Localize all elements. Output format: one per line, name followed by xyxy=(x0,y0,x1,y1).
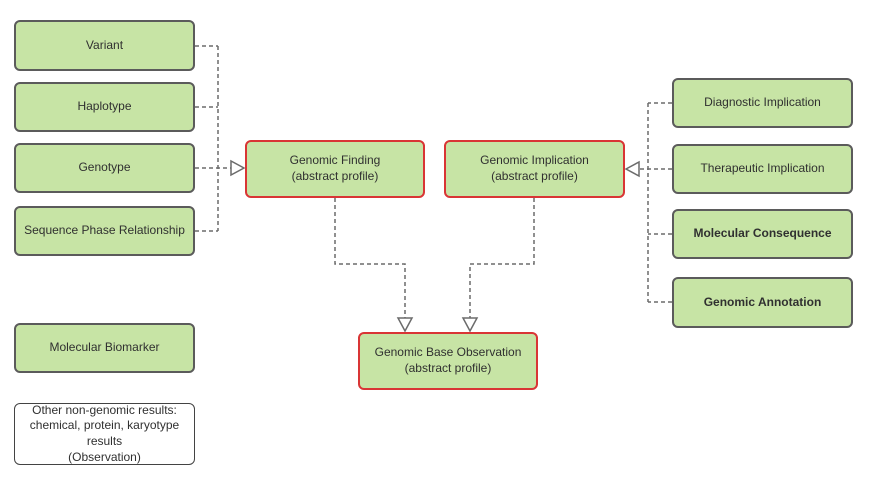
node-genomic-implication-subtitle: (abstract profile) xyxy=(491,169,578,183)
node-therapeutic-implication-label: Therapeutic Implication xyxy=(700,161,825,176)
node-genomic-annotation-label: Genomic Annotation xyxy=(703,294,822,309)
node-therapeutic-implication: Therapeutic Implication xyxy=(672,144,853,194)
node-molecular-consequence: Molecular Consequence xyxy=(672,209,853,259)
node-molecular-biomarker: Molecular Biomarker xyxy=(14,323,195,373)
node-genomic-base-observation-subtitle: (abstract profile) xyxy=(404,361,492,375)
arrowhead-into-base-left xyxy=(396,317,414,333)
node-other-non-genomic-results: Other non-genomic results: chemical, pro… xyxy=(14,403,195,465)
node-genomic-annotation: Genomic Annotation xyxy=(672,277,853,328)
connector-implication-to-base xyxy=(469,198,535,318)
node-genomic-base-observation: Genomic Base Observation (abstract profi… xyxy=(358,332,538,390)
node-sequence-phase-relationship: Sequence Phase Relationship xyxy=(14,206,195,256)
node-variant-label: Variant xyxy=(85,37,124,52)
node-genomic-finding-subtitle: (abstract profile) xyxy=(291,169,379,183)
node-diagnostic-implication: Diagnostic Implication xyxy=(672,78,853,128)
node-sequence-phase-relationship-label: Sequence Phase Relationship xyxy=(24,223,185,238)
node-haplotype: Haplotype xyxy=(14,82,195,132)
arrowhead-into-genomic-finding xyxy=(230,159,246,177)
node-other-line3: (Observation) xyxy=(68,449,141,464)
node-variant: Variant xyxy=(14,20,195,71)
node-genomic-implication: Genomic Implication (abstract profile) xyxy=(444,140,625,198)
node-genomic-implication-title: Genomic Implication xyxy=(480,153,589,168)
node-other-line2: chemical, protein, karyotype results xyxy=(29,418,180,448)
node-diagnostic-implication-label: Diagnostic Implication xyxy=(704,95,821,110)
node-other-line1: Other non-genomic results: xyxy=(32,402,177,417)
arrowhead-into-base-right xyxy=(461,317,479,333)
node-haplotype-label: Haplotype xyxy=(77,99,132,114)
node-genomic-finding-title: Genomic Finding xyxy=(289,153,381,168)
arrowhead-into-genomic-implication xyxy=(624,160,640,178)
node-genotype: Genotype xyxy=(14,143,195,193)
node-genotype-label: Genotype xyxy=(78,160,131,175)
connector-finding-to-base xyxy=(334,198,406,318)
node-molecular-consequence-label: Molecular Consequence xyxy=(693,226,832,241)
node-genomic-finding: Genomic Finding (abstract profile) xyxy=(245,140,425,198)
node-genomic-base-observation-title: Genomic Base Observation xyxy=(374,345,522,360)
node-molecular-biomarker-label: Molecular Biomarker xyxy=(49,340,160,355)
